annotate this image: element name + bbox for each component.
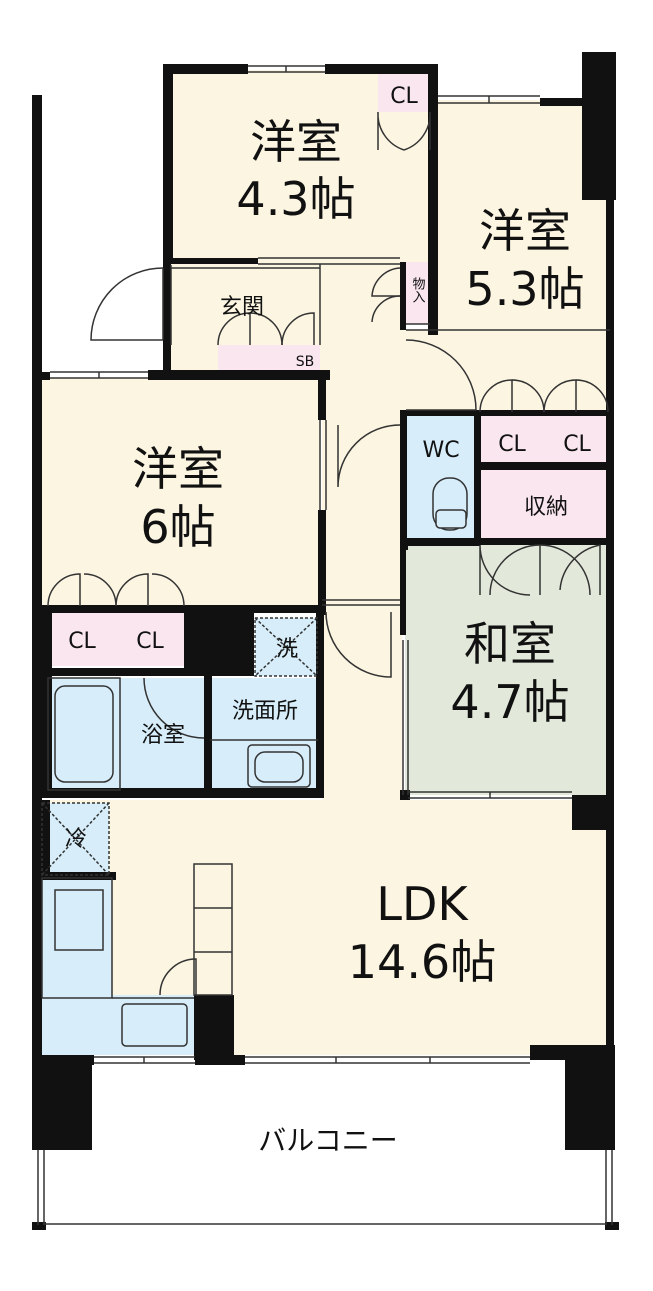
label-closet-6-left: CL [68,629,96,654]
label-shoe-box: SB [296,354,315,370]
washroom-floor [210,678,318,790]
closet-53-left [480,412,544,462]
room-washitsu-floor [405,545,612,795]
closet-53-right [544,412,610,462]
label-wc: WC [422,438,459,463]
label-closet-6-right: CL [136,629,164,654]
storage-small [404,262,430,324]
room-size-yoshitsu-43: 4.3帖 [236,172,355,226]
closet-43 [378,72,430,112]
closet-6-right [116,612,184,666]
door-swings [47,111,609,996]
thin-lines [37,65,613,1225]
label-washroom: 洗面所 [232,699,298,724]
label-entrance: 玄関 [220,295,264,320]
room-size-ldk: 14.6帖 [348,935,496,989]
label-storage: 収納 [524,495,568,520]
label-fridge: 冷 [65,827,87,852]
label-closet-53-right: CL [563,432,591,457]
room-size-yoshitsu-6: 6帖 [140,500,215,554]
labels: 洋室 4.3帖 洋室 5.3帖 洋室 6帖 和室 4.7帖 LDK 14.6帖 … [65,84,592,1157]
room-yoshitsu-6-floor [42,378,320,606]
floor-fills [42,70,612,1055]
storage-big [480,470,610,538]
room-size-washitsu: 4.7帖 [450,675,569,729]
closet-6-left [48,612,116,666]
label-washer: 洗 [276,637,298,662]
room-name-yoshitsu-53: 洋室 [479,204,571,258]
shoe-box [218,345,320,373]
storage-fills [48,72,610,674]
label-balcony: バルコニー [258,1124,397,1157]
label-closet-53-left: CL [498,432,526,457]
room-size-yoshitsu-53: 5.3帖 [465,262,584,316]
room-name-ldk: LDK [376,877,469,931]
walls [32,52,619,1230]
label-closet-43: CL [390,84,418,109]
label-storage-small: 物入 [410,277,426,303]
room-name-washitsu: 和室 [464,617,556,671]
room-name-yoshitsu-43: 洋室 [250,115,342,169]
room-name-yoshitsu-6: 洋室 [132,442,224,496]
label-bath: 浴室 [141,723,185,748]
